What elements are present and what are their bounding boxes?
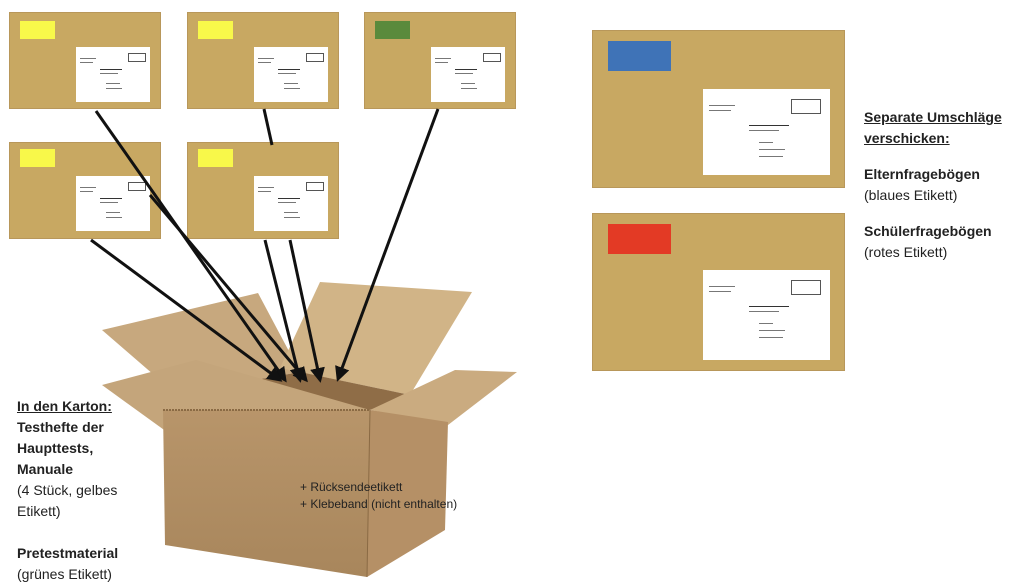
arrow-7 <box>288 239 325 383</box>
arrow-6 <box>263 239 305 383</box>
label-yellow <box>20 149 55 167</box>
box-front <box>163 410 370 577</box>
left-heading: In den Karton: <box>17 398 112 414</box>
address-card <box>76 47 150 102</box>
right-heading-2: verschicken: <box>864 130 950 146</box>
arrow-5 <box>148 194 308 383</box>
left-instructions: In den Karton: Testhefte der Haupttests,… <box>17 396 118 585</box>
address-card <box>254 47 328 102</box>
left-line-1: Testhefte der <box>17 419 104 435</box>
label-red <box>608 224 671 254</box>
label-yellow <box>198 21 233 39</box>
label-green <box>375 21 410 39</box>
envelope-yellow-1 <box>9 12 161 109</box>
envelope-blue-large <box>592 30 845 188</box>
address-card <box>431 47 505 102</box>
arrow-4 <box>90 238 283 382</box>
student-questionnaire: Schülerfragebögen <box>864 223 992 239</box>
label-blue <box>608 41 671 71</box>
label-yellow <box>198 149 233 167</box>
envelope-yellow-4 <box>187 142 339 239</box>
pretest-heading: Pretestmaterial <box>17 545 119 561</box>
parent-questionnaire: Elternfragebögen <box>864 166 980 182</box>
box-back-left-flap <box>102 293 300 394</box>
left-line-4: (4 Stück, gelbes <box>17 482 118 498</box>
address-card <box>703 270 830 360</box>
left-line-5: Etikett) <box>17 503 61 519</box>
arrow-2 <box>262 108 274 146</box>
address-card <box>254 176 328 231</box>
left-line-3: Manuale <box>17 461 74 477</box>
address-card <box>703 89 830 175</box>
student-label-note: (rotes Etikett) <box>864 244 948 260</box>
envelope-green <box>364 12 516 109</box>
parent-label-note: (blaues Etikett) <box>864 187 958 203</box>
envelope-red-large <box>592 213 845 371</box>
box-note: + Rücksendeetikett + Klebeband (nicht en… <box>300 479 457 513</box>
address-card <box>76 176 150 231</box>
arrow-1 <box>94 110 287 383</box>
pretest-note: (grünes Etikett) <box>17 566 112 582</box>
box-side <box>367 410 448 577</box>
box-note-line1: + Rücksendeetikett <box>300 480 403 494</box>
right-instructions: Separate Umschläge verschicken: Elternfr… <box>864 107 1002 263</box>
left-line-2: Haupttests, <box>17 440 94 456</box>
envelope-yellow-2 <box>187 12 339 109</box>
box-back-right-flap <box>280 282 472 395</box>
arrow-3 <box>335 108 440 382</box>
box-right-flap <box>370 370 517 425</box>
box-note-line2: + Klebeband (nicht enthalten) <box>300 497 458 511</box>
envelope-yellow-3 <box>9 142 161 239</box>
label-yellow <box>20 21 55 39</box>
right-heading-1: Separate Umschläge <box>864 109 1002 125</box>
